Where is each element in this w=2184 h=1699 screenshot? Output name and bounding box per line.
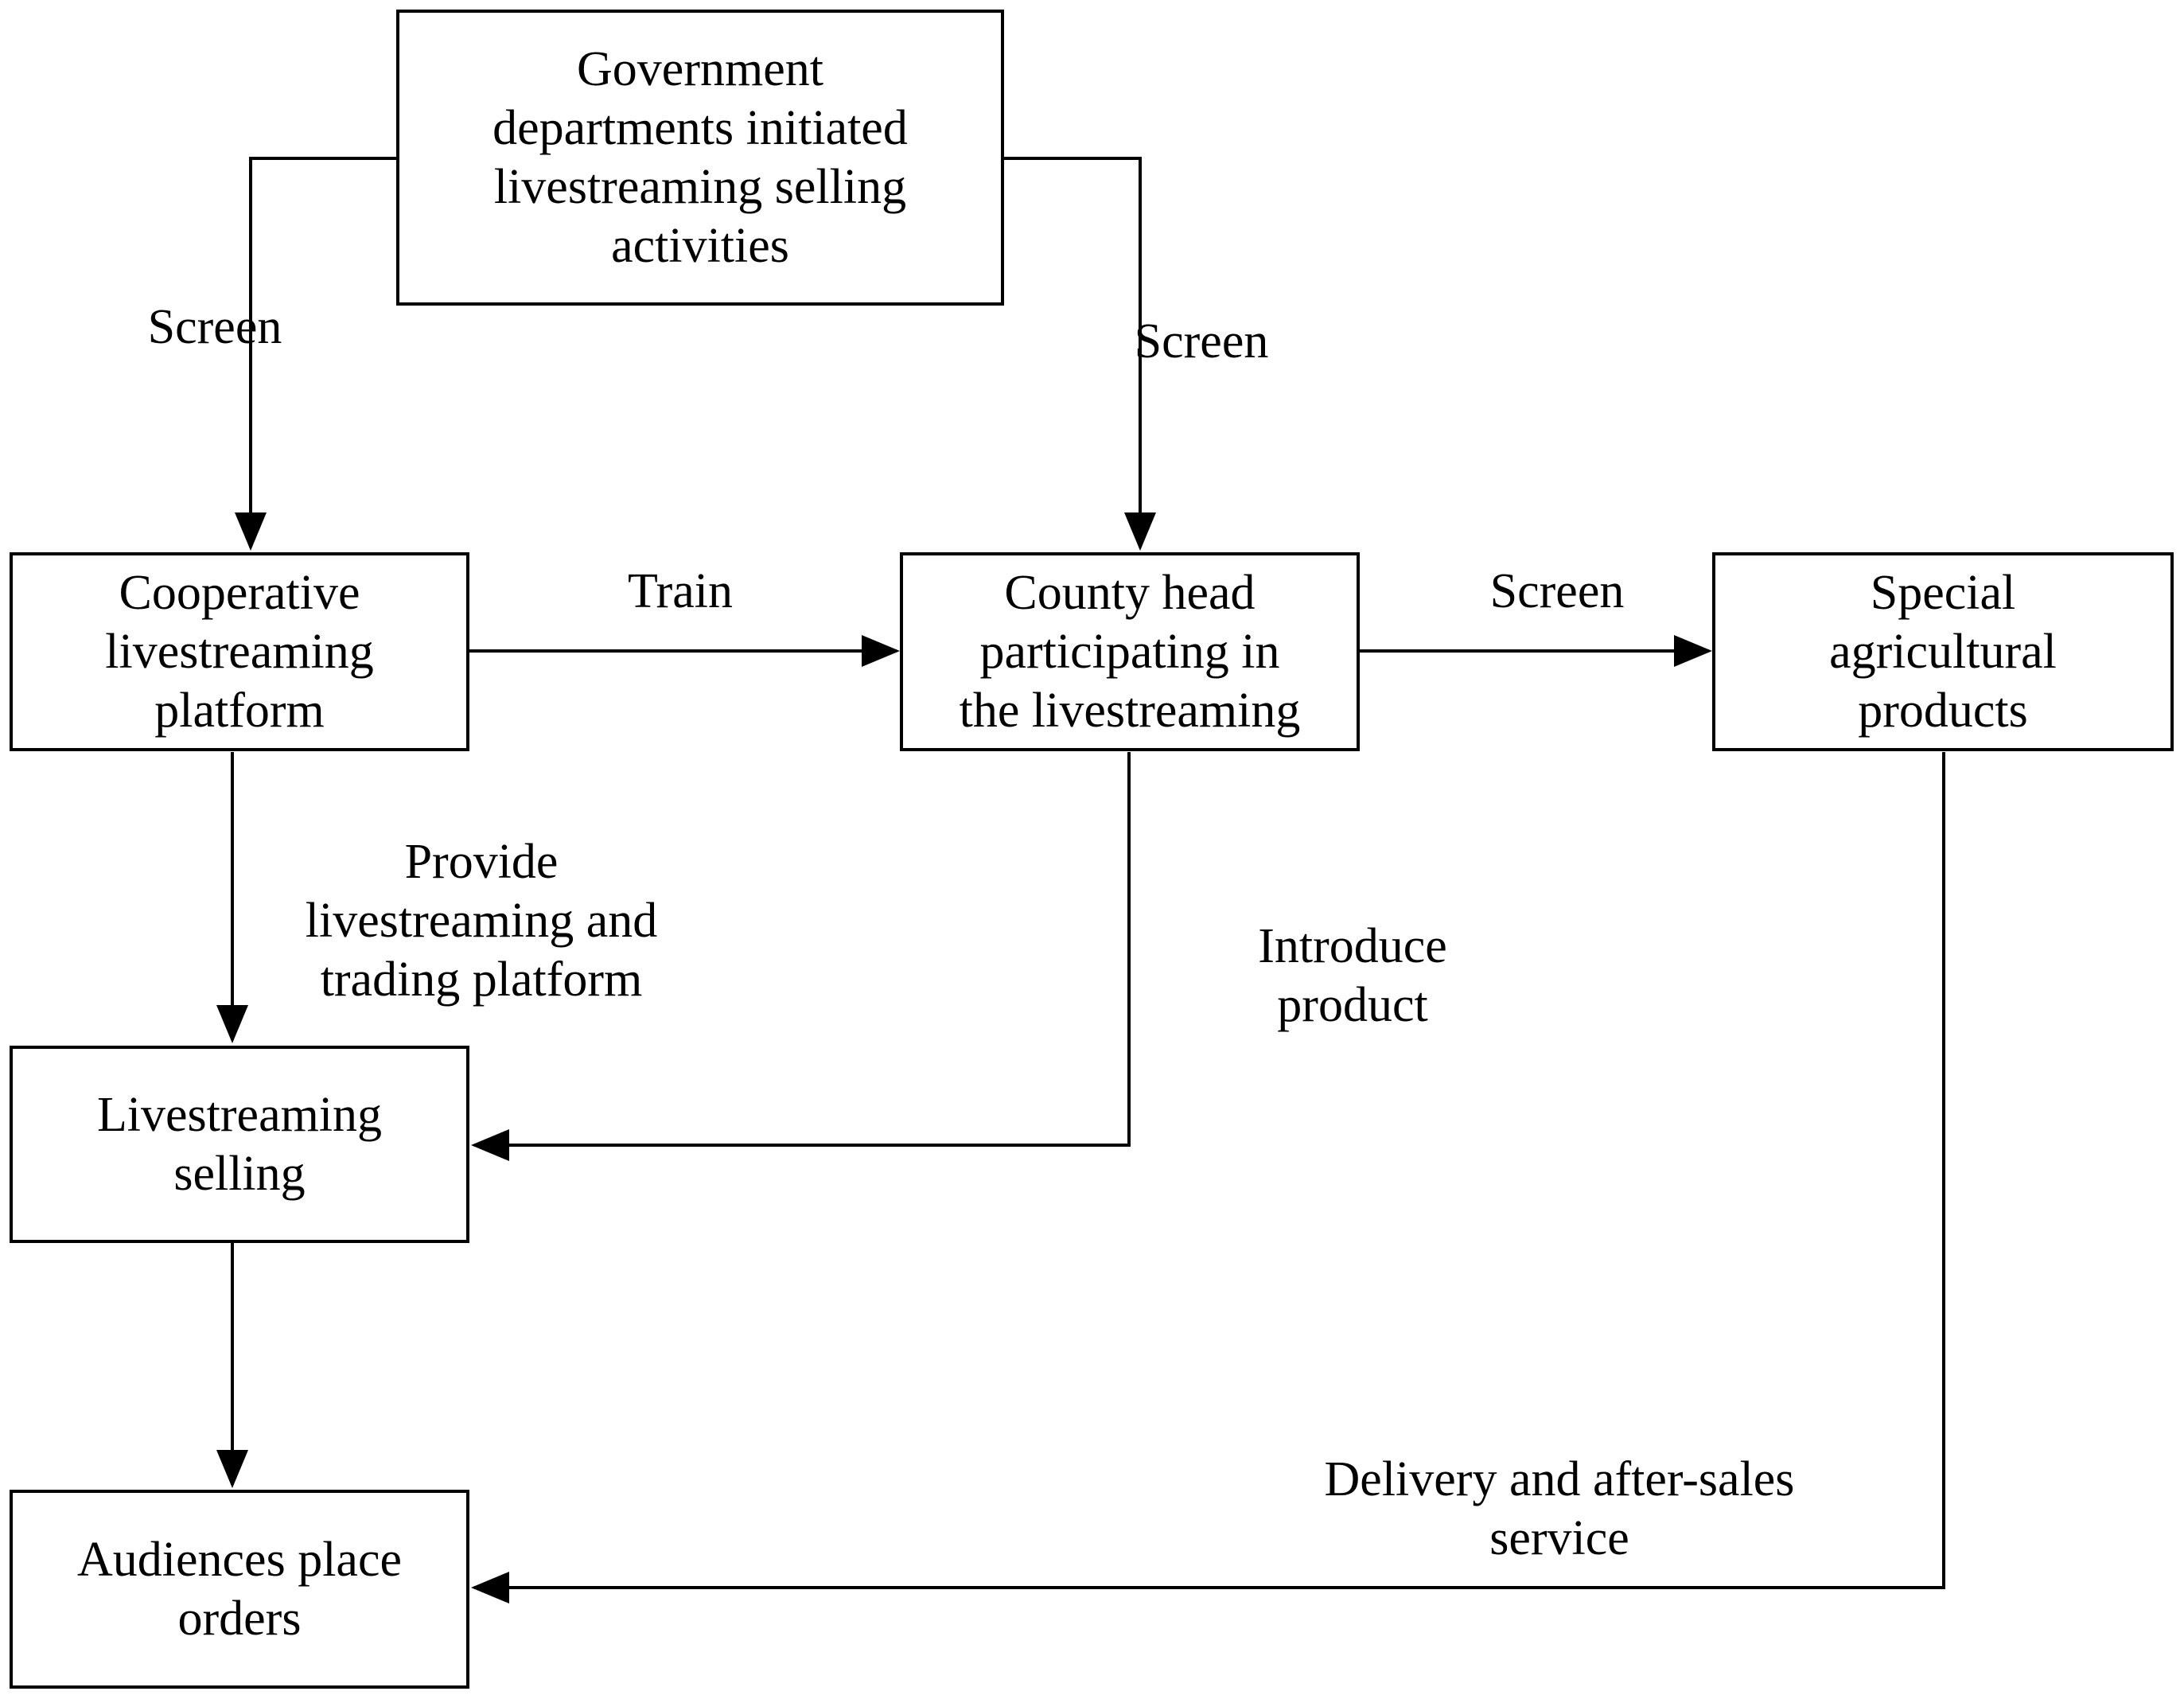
node-livestreaming-selling: Livestreaming selling <box>10 1046 469 1243</box>
node-cooperative-platform: Cooperative livestreaming platform <box>10 552 469 751</box>
label-gov-to-county: Screen <box>1134 314 1269 368</box>
arrow-gov-to-county <box>1004 157 1156 551</box>
arrow-products-to-orders <box>471 752 1945 1604</box>
label-platform-to-selling: Provide livestreaming and trading platfo… <box>305 835 658 1007</box>
node-special-products: Special agricultural products <box>1712 552 2174 751</box>
label-gov-to-platform: Screen <box>147 300 282 354</box>
arrow-gov-to-platform <box>235 157 396 551</box>
label-county-to-products: Screen <box>1489 564 1625 618</box>
node-county-head: County head participating in the livestr… <box>900 552 1360 751</box>
label-county-to-selling: Introduce product <box>1258 919 1447 1032</box>
label-platform-to-county: Train <box>627 564 734 618</box>
arrow-county-to-selling <box>471 752 1131 1161</box>
node-government: Government departments initiated livestr… <box>396 10 1004 306</box>
node-audiences-orders: Audiences place orders <box>10 1490 469 1689</box>
label-products-to-orders: Delivery and after-sales service <box>1324 1452 1795 1565</box>
